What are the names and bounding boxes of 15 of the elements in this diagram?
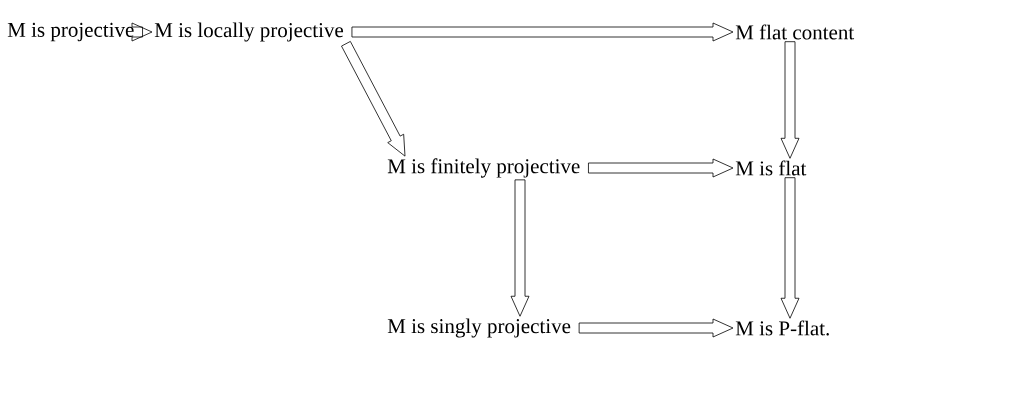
hollow-arrow: [578, 318, 734, 338]
hollow-arrow: [588, 158, 734, 178]
hollow-arrow: [780, 177, 800, 319]
statement-text: M is projective: [7, 22, 134, 42]
statement-text: M flat content: [735, 24, 855, 40]
statement-text: M is locally projective: [154, 22, 344, 42]
hollow-arrow: [131, 22, 153, 42]
hollow-arrow: [341, 41, 406, 157]
hollow-arrow: [510, 179, 530, 317]
statement-text: M is finitely projective: [387, 158, 580, 178]
hollow-arrow: [780, 41, 800, 159]
hollow-arrow: [351, 22, 734, 42]
statement-text: M is flat: [735, 160, 807, 176]
statement-text: M is singly projective: [387, 318, 571, 338]
statement-text: M is P-flat.: [735, 320, 829, 336]
